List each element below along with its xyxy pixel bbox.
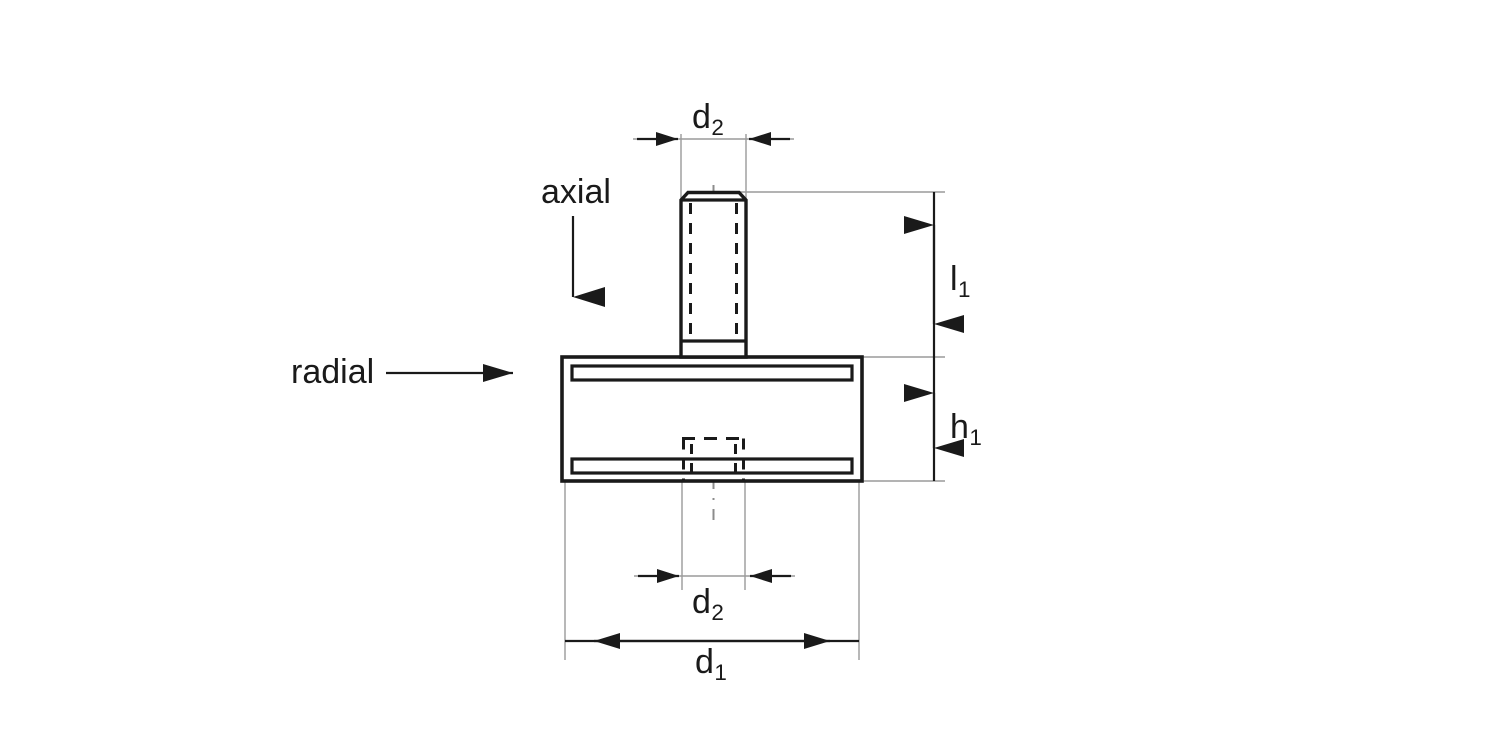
- dimension-label-d2-bottom: d2: [692, 583, 724, 625]
- hidden-thread-hole: [682, 437, 745, 481]
- subscript: 2: [711, 599, 724, 625]
- axial-label: axial: [541, 173, 611, 211]
- magnet-body: [560, 355, 864, 483]
- subscript: 2: [711, 114, 724, 140]
- threaded-stud: [679, 190, 748, 359]
- subscript: 1: [958, 276, 971, 302]
- subscript: 1: [969, 424, 982, 450]
- dimension-label-h1: h1: [950, 408, 982, 450]
- dimension-label-d2-top: d2: [692, 98, 724, 140]
- dimension-label-l1: l1: [950, 260, 971, 302]
- subscript: 1: [714, 659, 727, 685]
- radial-label: radial: [291, 353, 375, 391]
- dimension-label-d1: d1: [695, 643, 727, 685]
